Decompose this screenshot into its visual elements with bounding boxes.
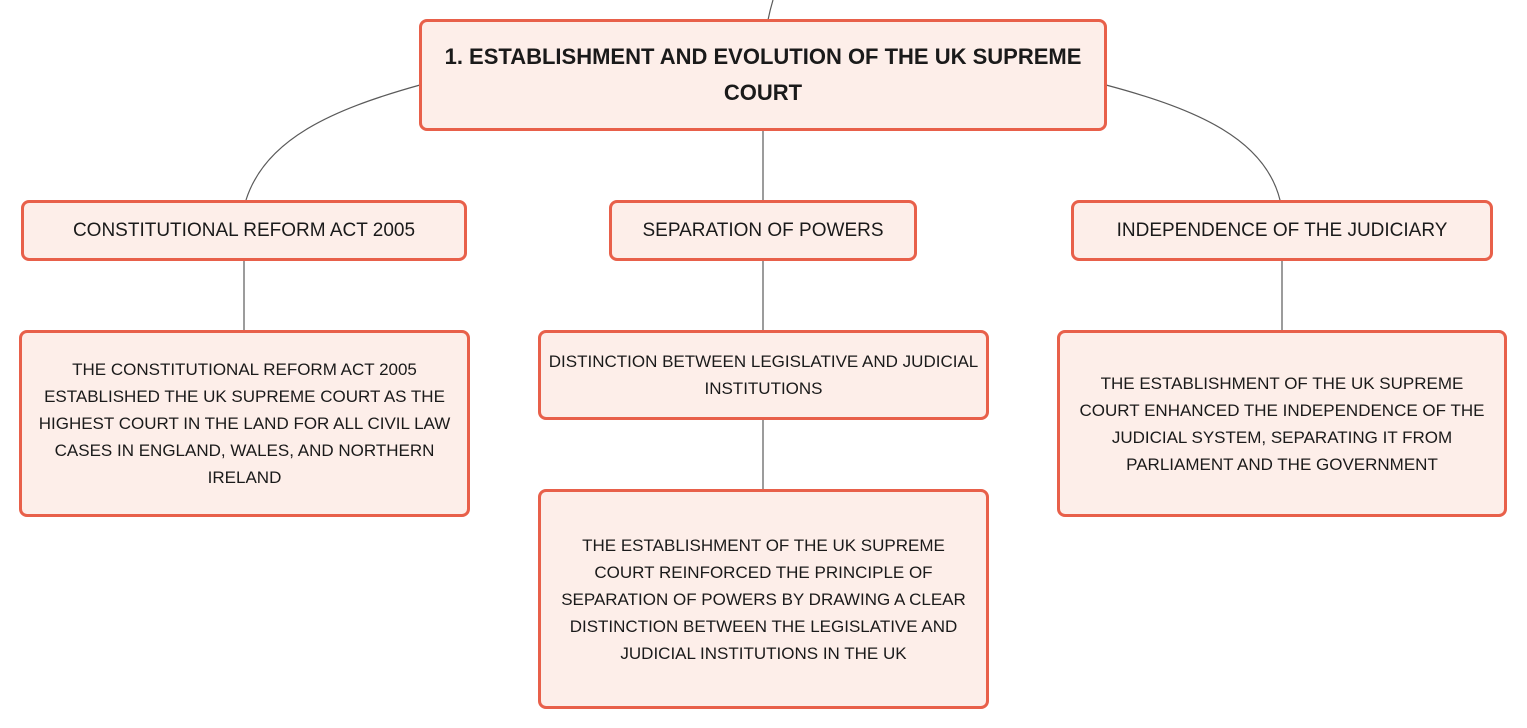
topic-node-independence-of-judiciary[interactable]: INDEPENDENCE OF THE JUDICIARY [1071, 200, 1493, 261]
topic-node-constitutional-reform-act[interactable]: CONSTITUTIONAL REFORM ACT 2005 [21, 200, 467, 261]
detail-text: THE ESTABLISHMENT OF THE UK SUPREME COUR… [561, 535, 966, 663]
connector-root-to-topic-1 [245, 84, 421, 201]
connector-parent-offscreen [767, 0, 774, 21]
detail-node-constitutional-reform-act[interactable]: THE CONSTITUTIONAL REFORM ACT 2005 ESTAB… [19, 330, 470, 517]
detail-node-independence-of-judiciary[interactable]: THE ESTABLISHMENT OF THE UK SUPREME COUR… [1057, 330, 1507, 517]
connector-root-to-topic-3 [1105, 84, 1281, 201]
detail-text: THE CONSTITUTIONAL REFORM ACT 2005 ESTAB… [38, 360, 451, 487]
topic-node-separation-of-powers[interactable]: SEPARATION OF POWERS [609, 200, 917, 261]
topic-label: INDEPENDENCE OF THE JUDICIARY [1116, 219, 1448, 241]
detail-node-legislative-judicial-distinction[interactable]: DISTINCTION BETWEEN LEGISLATIVE AND JUDI… [538, 330, 989, 420]
detail-node-separation-of-powers-explanation[interactable]: THE ESTABLISHMENT OF THE UK SUPREME COUR… [538, 489, 989, 709]
detail-text: THE ESTABLISHMENT OF THE UK SUPREME COUR… [1079, 373, 1485, 474]
root-title: 1. ESTABLISHMENT AND EVOLUTION OF THE UK… [444, 44, 1082, 105]
detail-text: DISTINCTION BETWEEN LEGISLATIVE AND JUDI… [548, 352, 979, 398]
topic-label: CONSTITUTIONAL REFORM ACT 2005 [72, 219, 416, 241]
topic-label: SEPARATION OF POWERS [642, 219, 884, 241]
root-node[interactable]: 1. ESTABLISHMENT AND EVOLUTION OF THE UK… [419, 19, 1107, 131]
